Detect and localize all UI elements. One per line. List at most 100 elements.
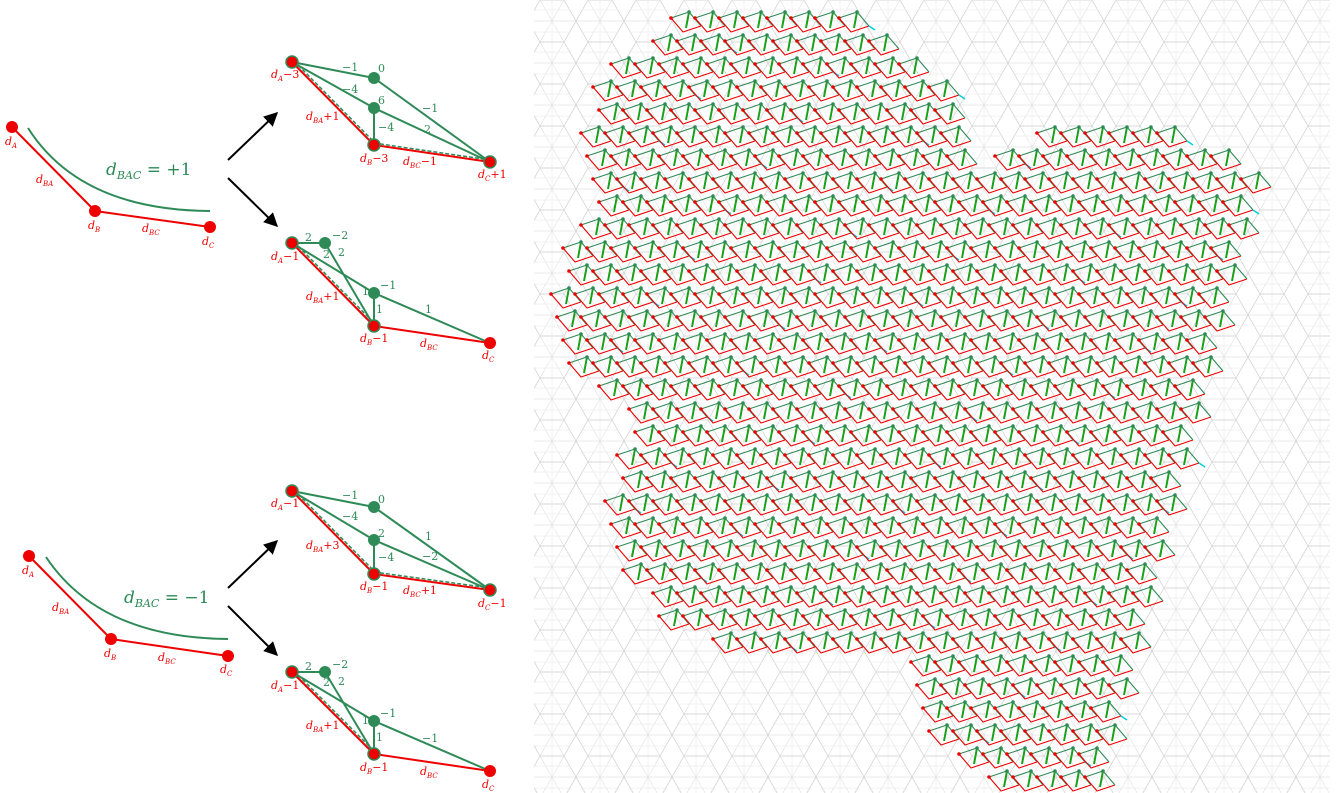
mesh-green-dot — [669, 309, 673, 313]
mesh-green-bar — [703, 448, 708, 466]
mesh-red-dot — [561, 338, 565, 342]
mesh-green-bar — [1099, 770, 1104, 788]
mesh-green-bar — [871, 448, 876, 466]
mesh-red-dot — [1041, 522, 1045, 526]
mesh-red-dot — [1167, 269, 1171, 273]
mesh-green-dot — [993, 171, 997, 175]
mesh-red-dot — [693, 108, 697, 112]
bl-num-0: 2 — [305, 660, 312, 673]
top-arrow-up — [227, 112, 279, 161]
mesh-red-path — [994, 707, 1026, 723]
mesh-red-path — [874, 155, 906, 171]
mesh-green-bar — [859, 126, 864, 144]
mesh-red-path — [1060, 500, 1092, 516]
mesh-red-path — [610, 155, 642, 171]
mesh-green-bar — [799, 540, 804, 558]
mesh-red-dot — [969, 522, 973, 526]
mesh-red-path — [982, 569, 1014, 585]
mesh-red-dot — [621, 200, 625, 204]
mesh-green-dot — [867, 608, 871, 612]
mesh-red-dot — [687, 545, 691, 549]
mesh-green-dot — [1017, 355, 1021, 359]
mesh-red-path — [844, 500, 876, 516]
mesh-green-dot — [975, 194, 979, 198]
mesh-red-dot — [1131, 131, 1135, 135]
mesh-red-path — [640, 178, 672, 194]
mesh-green-dot — [759, 102, 763, 106]
mesh-red-dot — [807, 545, 811, 549]
mesh-green-bar — [943, 724, 948, 742]
mesh-green-dot — [1191, 286, 1195, 290]
mesh-green-dot — [1227, 240, 1231, 244]
mesh-green-bar — [1069, 655, 1074, 673]
mesh-red-dot — [801, 62, 805, 66]
top-label-dbc: dBC — [142, 222, 160, 237]
mesh-green-dot — [1131, 332, 1135, 336]
mesh-green-dot — [1029, 401, 1033, 405]
mesh-green-bar — [1021, 655, 1026, 673]
mesh-red-path — [1036, 500, 1068, 516]
mesh-red-dot — [807, 269, 811, 273]
mesh-red-dot — [711, 637, 715, 641]
mesh-red-path — [862, 569, 894, 585]
mesh-green-dot — [1059, 700, 1063, 704]
mesh-green-bar — [967, 356, 972, 374]
mesh-red-path — [706, 247, 738, 263]
mesh-green-dot — [747, 332, 751, 336]
mesh-green-bar — [799, 264, 804, 282]
mesh-red-dot — [825, 62, 829, 66]
mesh-red-dot — [759, 361, 763, 365]
mesh-red-dot — [1119, 453, 1123, 457]
mesh-green-bar — [1111, 448, 1116, 466]
mesh-green-bar — [811, 218, 816, 236]
mesh-green-dot — [651, 332, 655, 336]
mesh-red-dot — [717, 384, 721, 388]
mesh-green-bar — [631, 80, 636, 98]
mesh-red-dot — [783, 85, 787, 89]
mesh-green-dot — [1161, 263, 1165, 267]
mesh-red-path — [1018, 155, 1050, 171]
mesh-green-bar — [1201, 241, 1206, 259]
mesh-green-bar — [673, 517, 678, 535]
mesh-red-dot — [903, 545, 907, 549]
mesh-red-dot — [837, 568, 841, 572]
mesh-green-bar — [865, 425, 870, 443]
mesh-green-bar — [949, 471, 954, 489]
mesh-green-bar — [787, 310, 792, 328]
mesh-red-path — [1006, 385, 1038, 401]
mesh-green-bar — [1069, 747, 1074, 765]
mesh-green-bar — [1111, 356, 1116, 374]
mesh-red-path — [1072, 270, 1104, 286]
mesh-red-path — [796, 500, 828, 516]
mesh-green-bar — [1153, 149, 1158, 167]
mesh-green-dot — [747, 148, 751, 152]
mesh-red-path — [1192, 362, 1224, 378]
mesh-green-dot — [975, 286, 979, 290]
mesh-red-path — [772, 408, 804, 424]
mesh-green-dot — [687, 10, 691, 14]
mesh-red-path — [1228, 224, 1260, 240]
top-label-db: dB — [88, 219, 100, 234]
mesh-red-dot — [1077, 292, 1081, 296]
mesh-green-dot — [1023, 378, 1027, 382]
bottom-node-c — [222, 650, 234, 662]
mesh-green-bar — [907, 402, 912, 420]
mesh-green-dot — [1149, 125, 1153, 129]
mesh-green-bar — [937, 333, 942, 351]
mesh-green-dot — [927, 470, 931, 474]
mesh-green-bar — [1135, 172, 1140, 190]
mesh-red-path — [1024, 546, 1056, 562]
mesh-green-bar — [1009, 149, 1014, 167]
mesh-red-path — [976, 362, 1008, 378]
mesh-red-dot — [735, 177, 739, 181]
mesh-green-bar — [1189, 287, 1194, 305]
mesh-red-dot — [789, 568, 793, 572]
bl-e2 — [324, 671, 375, 755]
mesh-red-path — [964, 224, 996, 240]
mesh-green-dot — [843, 240, 847, 244]
mesh-red-dot — [879, 361, 883, 365]
mesh-red-dot — [945, 430, 949, 434]
mesh-red-dot — [675, 499, 679, 503]
mesh-red-dot — [1071, 637, 1075, 641]
mesh-green-dot — [945, 79, 949, 83]
